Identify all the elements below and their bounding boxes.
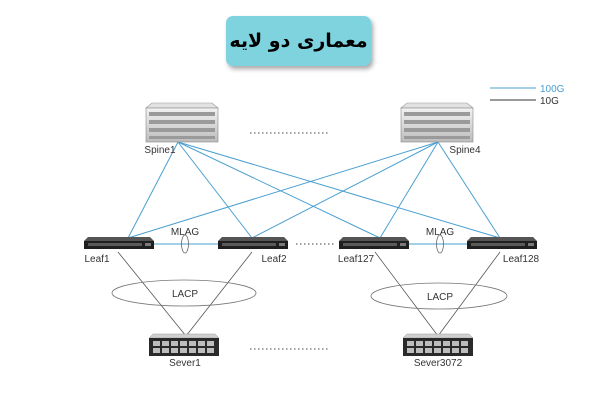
- lacp-ellipse: [370, 282, 508, 310]
- mlag-ring: [181, 234, 189, 254]
- legend-100g-label: 100G: [540, 84, 565, 95]
- mlag-label: MLAG: [426, 227, 455, 238]
- link-spine1-leaf1: [127, 141, 179, 239]
- server-icon: [148, 333, 220, 356]
- link-leaf127-server3072: [374, 251, 439, 337]
- leaf128-node[interactable]: Leaf128: [467, 237, 540, 265]
- link-spine4-leaf2: [251, 141, 439, 239]
- lacp-right: LACP: [370, 282, 508, 310]
- lacp-left: LACP: [111, 279, 257, 307]
- leaf-switch-icon: [84, 237, 154, 249]
- server3072-label: Sever3072: [414, 358, 463, 369]
- spine1-node[interactable]: Spine1: [144, 102, 219, 156]
- lacp-label: LACP: [427, 292, 453, 303]
- leaf1-label: Leaf1: [84, 254, 109, 265]
- mlag-left: MLAG: [152, 227, 218, 254]
- leaf1-node[interactable]: Leaf1: [84, 237, 154, 265]
- leaf-switch-icon: [218, 237, 288, 249]
- link-leaf2-server1: [185, 251, 253, 337]
- leaf2-label: Leaf2: [261, 254, 286, 265]
- legend: 100G 10G: [490, 84, 565, 107]
- link-spine4-leaf128: [437, 141, 501, 239]
- leaf2-node[interactable]: Leaf2: [218, 237, 288, 265]
- leaf128-label: Leaf128: [503, 254, 540, 265]
- spine4-label: Spine4: [449, 145, 481, 156]
- mlag-ring: [436, 234, 444, 254]
- mlag-label: MLAG: [171, 227, 200, 238]
- spine1-label: Spine1: [144, 145, 176, 156]
- leaf-switch-icon: [467, 237, 537, 249]
- lacp-ellipse: [111, 279, 257, 307]
- lacp-label: LACP: [172, 289, 198, 300]
- spine-switch-icon: [400, 102, 474, 143]
- legend-10g-label: 10G: [540, 96, 559, 107]
- leaf-switch-icon: [339, 237, 409, 249]
- server-icon: [402, 333, 474, 356]
- uplinks-100g: [127, 141, 501, 239]
- spine-switch-icon: [145, 102, 219, 143]
- link-spine4-leaf1: [127, 141, 439, 239]
- link-spine1-leaf128: [177, 141, 501, 239]
- leaf127-node[interactable]: Leaf127: [338, 237, 409, 265]
- server3072-node[interactable]: Sever3072: [402, 333, 474, 369]
- link-leaf1-server1: [117, 251, 187, 337]
- link-spine1-leaf2: [177, 141, 253, 239]
- leaf127-label: Leaf127: [338, 254, 375, 265]
- server1-node[interactable]: Sever1: [148, 333, 220, 369]
- spine4-node[interactable]: Spine4: [400, 102, 481, 156]
- diagram-title: معماری دو لایه: [229, 30, 368, 52]
- title-box: معماری دو لایه: [226, 16, 371, 66]
- link-spine4-leaf127: [379, 141, 439, 239]
- downlinks-10g: [117, 251, 501, 337]
- separators: [250, 132, 335, 350]
- mlag-right: MLAG: [406, 227, 470, 254]
- server1-label: Sever1: [169, 358, 201, 369]
- link-leaf128-server3072: [437, 251, 501, 337]
- link-spine1-leaf127: [177, 141, 381, 239]
